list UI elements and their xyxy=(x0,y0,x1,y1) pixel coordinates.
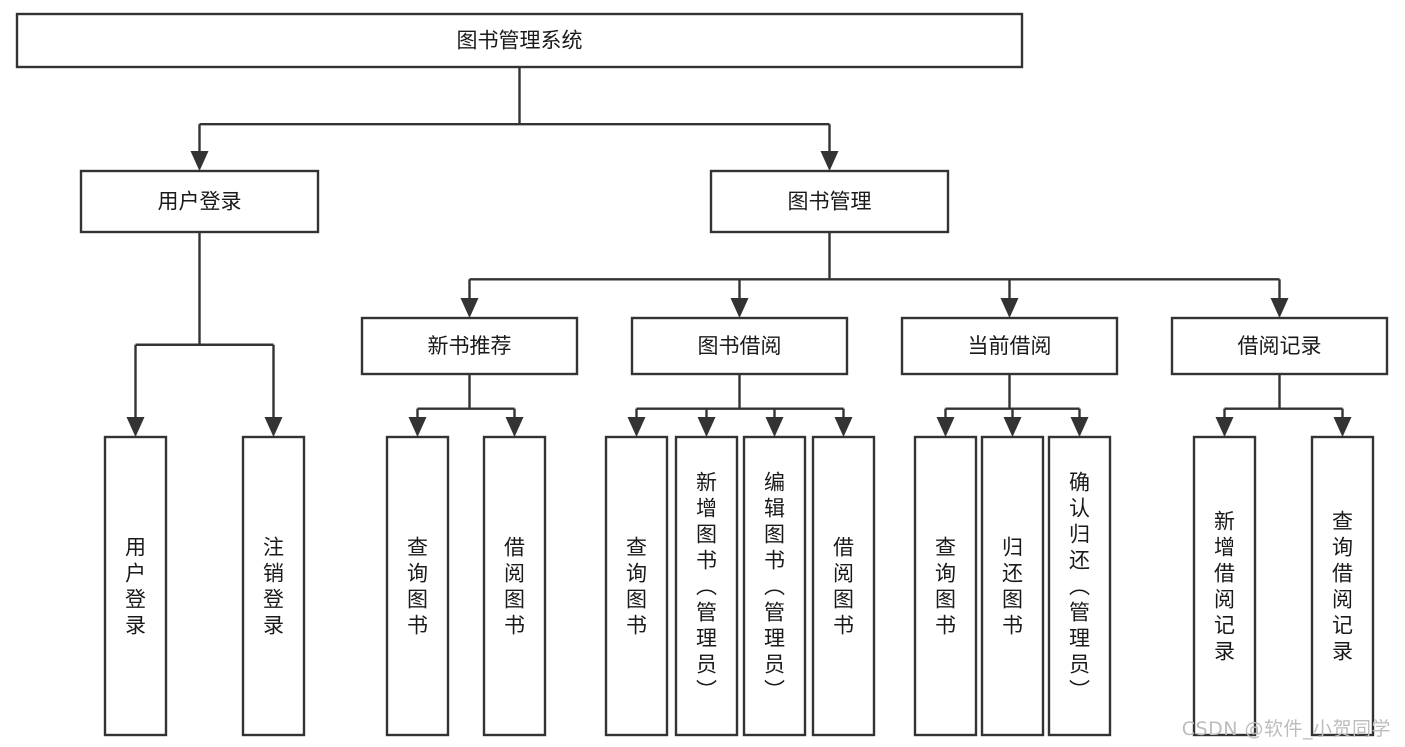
node-box-leaf-borrow-book-br xyxy=(811,435,876,737)
node-label-book-borrow: 图书借阅 xyxy=(698,334,782,358)
node-book-manage[interactable]: 图书管理 xyxy=(709,169,950,234)
node-box-leaf-edit-book xyxy=(742,435,807,737)
node-label-user-login: 用户登录 xyxy=(158,190,242,214)
node-box-root xyxy=(15,12,1024,69)
node-box-leaf-add-record xyxy=(1192,435,1257,737)
node-leaf-query-book-cb[interactable]: 查询图书 xyxy=(913,435,978,737)
node-leaf-borrow-book-rec[interactable]: 借阅图书 xyxy=(482,435,547,737)
node-box-user-login xyxy=(79,169,320,234)
arrow-head-book-manage-current-borrow xyxy=(1000,298,1019,318)
node-box-book-manage xyxy=(709,169,950,234)
edge-layer xyxy=(126,67,1352,437)
node-label-leaf-query-book-rec: 查询图书 xyxy=(407,535,428,637)
node-box-leaf-confirm-return xyxy=(1047,435,1112,737)
node-box-leaf-user-login xyxy=(103,435,168,737)
node-label-book-manage: 图书管理 xyxy=(788,190,872,214)
node-current-borrow[interactable]: 当前借阅 xyxy=(900,316,1119,376)
node-layer: 图书管理系统用户登录图书管理新书推荐图书借阅当前借阅借阅记录用户登录注销登录查询… xyxy=(15,12,1389,737)
node-label-borrow-record: 借阅记录 xyxy=(1238,334,1322,358)
arrow-head-borrow-record-leaf-add-record xyxy=(1215,417,1234,437)
node-leaf-query-book-rec[interactable]: 查询图书 xyxy=(385,435,450,737)
node-label-leaf-add-book: 新增图书︵管理员︶ xyxy=(696,470,717,702)
node-box-current-borrow xyxy=(900,316,1119,376)
arrow-head-current-borrow-leaf-return-book xyxy=(1003,417,1022,437)
node-label-current-borrow: 当前借阅 xyxy=(968,334,1052,358)
node-box-leaf-add-book xyxy=(674,435,739,737)
node-box-leaf-query-record xyxy=(1310,435,1375,737)
node-leaf-user-logout[interactable]: 注销登录 xyxy=(241,435,306,737)
node-label-leaf-user-logout: 注销登录 xyxy=(263,535,284,637)
arrow-head-book-borrow-leaf-query-book-br xyxy=(627,417,646,437)
node-box-book-borrow xyxy=(630,316,849,376)
node-leaf-edit-book[interactable]: 编辑图书︵管理员︶ xyxy=(742,435,807,737)
arrow-head-book-borrow-leaf-add-book xyxy=(697,417,716,437)
node-label-leaf-query-record: 查询借阅记录 xyxy=(1332,509,1353,663)
node-leaf-confirm-return[interactable]: 确认归还︵管理员︶ xyxy=(1047,435,1112,737)
node-label-leaf-confirm-return: 确认归还︵管理员︶ xyxy=(1069,470,1090,702)
node-box-leaf-borrow-book-rec xyxy=(482,435,547,737)
node-leaf-query-record[interactable]: 查询借阅记录 xyxy=(1310,435,1375,737)
arrow-head-new-book-rec-leaf-query-book-rec xyxy=(408,417,427,437)
node-label-leaf-query-book-br: 查询图书 xyxy=(626,535,647,637)
node-box-leaf-query-book-br xyxy=(604,435,669,737)
arrow-head-current-borrow-leaf-confirm-return xyxy=(1070,417,1089,437)
node-box-leaf-query-book-rec xyxy=(385,435,450,737)
arrow-head-new-book-rec-leaf-borrow-book-rec xyxy=(505,417,524,437)
node-leaf-return-book[interactable]: 归还图书 xyxy=(980,435,1045,737)
node-leaf-borrow-book-br[interactable]: 借阅图书 xyxy=(811,435,876,737)
node-box-leaf-query-book-cb xyxy=(913,435,978,737)
arrow-head-book-manage-borrow-record xyxy=(1270,298,1289,318)
node-root[interactable]: 图书管理系统 xyxy=(15,12,1024,69)
node-label-new-book-rec: 新书推荐 xyxy=(428,334,512,358)
node-box-leaf-user-logout xyxy=(241,435,306,737)
arrow-head-book-borrow-leaf-edit-book xyxy=(765,417,784,437)
node-leaf-add-record[interactable]: 新增借阅记录 xyxy=(1192,435,1257,737)
node-leaf-query-book-br[interactable]: 查询图书 xyxy=(604,435,669,737)
node-leaf-user-login[interactable]: 用户登录 xyxy=(103,435,168,737)
node-book-borrow[interactable]: 图书借阅 xyxy=(630,316,849,376)
node-label-leaf-user-login: 用户登录 xyxy=(125,535,146,637)
arrow-head-borrow-record-leaf-query-record xyxy=(1333,417,1352,437)
node-box-borrow-record xyxy=(1170,316,1389,376)
arrow-head-book-manage-new-book-rec xyxy=(460,298,479,318)
node-user-login[interactable]: 用户登录 xyxy=(79,169,320,234)
node-leaf-add-book[interactable]: 新增图书︵管理员︶ xyxy=(674,435,739,737)
node-borrow-record[interactable]: 借阅记录 xyxy=(1170,316,1389,376)
node-label-leaf-return-book: 归还图书 xyxy=(1002,535,1023,637)
arrow-head-book-borrow-leaf-borrow-book-br xyxy=(834,417,853,437)
node-label-leaf-edit-book: 编辑图书︵管理员︶ xyxy=(764,470,785,702)
arrow-head-user-login-leaf-user-login xyxy=(126,417,145,437)
arrow-head-current-borrow-leaf-query-book-cb xyxy=(936,417,955,437)
node-label-leaf-borrow-book-rec: 借阅图书 xyxy=(504,535,525,637)
arrow-head-root-book-manage xyxy=(820,151,839,171)
arrow-head-root-user-login xyxy=(190,151,209,171)
node-box-new-book-rec xyxy=(360,316,579,376)
node-label-leaf-add-record: 新增借阅记录 xyxy=(1214,509,1235,663)
node-label-root: 图书管理系统 xyxy=(457,29,583,53)
node-box-leaf-return-book xyxy=(980,435,1045,737)
node-label-leaf-borrow-book-br: 借阅图书 xyxy=(833,535,854,637)
arrow-head-book-manage-book-borrow xyxy=(730,298,749,318)
node-label-leaf-query-book-cb: 查询图书 xyxy=(935,535,956,637)
watermark-label: CSDN @软件_小贺同学 xyxy=(1181,718,1391,740)
arrow-head-user-login-leaf-user-logout xyxy=(264,417,283,437)
node-new-book-rec[interactable]: 新书推荐 xyxy=(360,316,579,376)
